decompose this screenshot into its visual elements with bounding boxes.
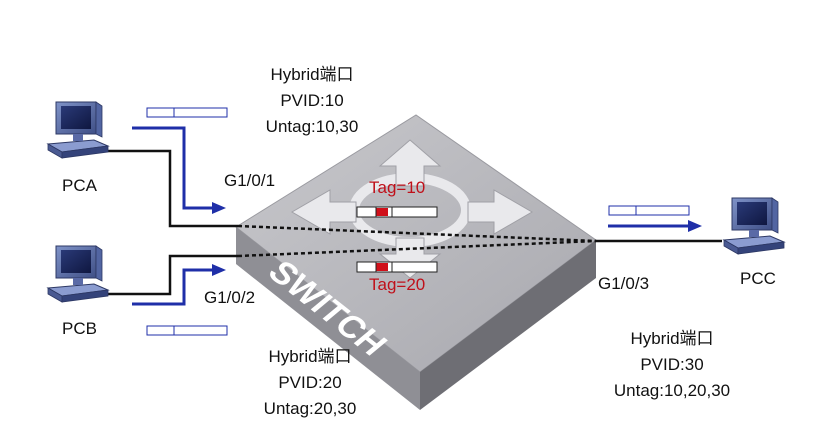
- links: [92, 149, 722, 296]
- port-config-g3: Hybrid端口 PVID:30 Untag:10,20,30: [614, 329, 730, 400]
- link-pcb: [92, 254, 238, 296]
- host-label-pcc: PCC: [740, 269, 776, 288]
- config-g3-type: Hybrid端口: [630, 329, 713, 348]
- vlan20-path: [237, 239, 597, 258]
- frame-pca: [146, 107, 228, 118]
- port-config-g1: Hybrid端口 PVID:10 Untag:10,30: [266, 65, 359, 136]
- config-g1-untag: Untag:10,30: [266, 117, 359, 136]
- frame-pcb: [146, 325, 228, 336]
- frame-tag10: [356, 206, 438, 218]
- config-g1-pvid: PVID:10: [280, 91, 343, 110]
- frame-tag20: [356, 261, 438, 273]
- config-g3-untag: Untag:10,20,30: [614, 381, 730, 400]
- flow-arrows: [132, 126, 702, 306]
- host-label-pca: PCA: [62, 176, 98, 195]
- vlan10-path: [237, 224, 597, 243]
- link-pca: [92, 149, 238, 228]
- tag-label-10: Tag=10: [369, 178, 425, 197]
- switch-left-face: [236, 227, 420, 410]
- arrow-pcc-head: [688, 220, 702, 232]
- config-g2-type: Hybrid端口: [268, 347, 351, 366]
- switch-arrows-icon: [291, 139, 533, 279]
- host-label-pcb: PCB: [62, 319, 97, 338]
- port-label-g3: G1/0/3: [598, 274, 649, 293]
- arrow-pca-head: [212, 202, 226, 214]
- frame-pcc: [608, 205, 690, 216]
- arrow-pca-in: [132, 126, 214, 210]
- arrow-pcb-head: [212, 264, 226, 276]
- arrow-pcb-in: [132, 268, 214, 306]
- port-label-g1: G1/0/1: [224, 171, 275, 190]
- switch-right-face: [420, 240, 596, 410]
- pcc-computer-icon: [723, 197, 785, 255]
- config-g1-type: Hybrid端口: [270, 65, 353, 84]
- pca-computer-icon: [47, 101, 109, 159]
- config-g3-pvid: PVID:30: [640, 355, 703, 374]
- config-g2-pvid: PVID:20: [278, 373, 341, 392]
- port-label-g2: G1/0/2: [204, 288, 255, 307]
- config-g2-untag: Untag:20,30: [264, 399, 357, 418]
- port-config-g2: Hybrid端口 PVID:20 Untag:20,30: [264, 347, 357, 418]
- pcb-computer-icon: [47, 245, 109, 303]
- tag-label-20: Tag=20: [369, 275, 425, 294]
